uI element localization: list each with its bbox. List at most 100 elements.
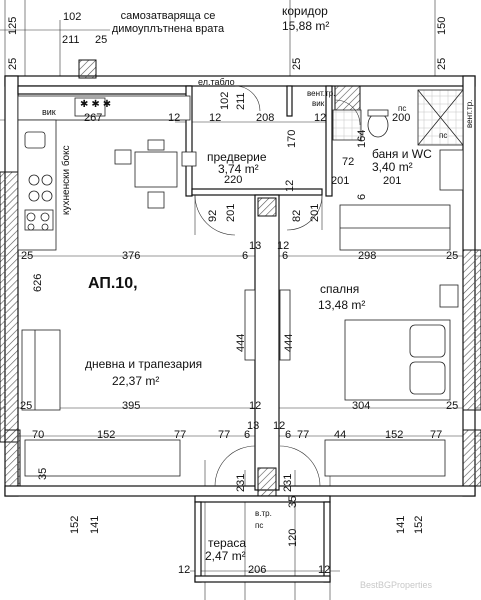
dim-label: 152 <box>97 429 116 441</box>
dim-label: 12 <box>178 564 191 576</box>
dim-label: 200 <box>392 112 411 124</box>
dim-label: 211 <box>62 34 80 46</box>
dim-label: 82 <box>291 209 303 222</box>
dim-label: 12 <box>249 400 262 412</box>
dim-label: 77 <box>174 429 187 441</box>
bed <box>344 284 459 401</box>
dim-label: 120 <box>287 528 299 547</box>
dim-label: 152 <box>69 515 81 534</box>
predverie-area: 3,74 m² <box>218 162 259 176</box>
ps2-label: пс <box>439 131 448 140</box>
dim-label: 231 <box>235 473 247 492</box>
dim-label: 206 <box>248 564 267 576</box>
kitchen-box-label: кухненски бокс <box>61 145 72 215</box>
dim-label: 25 <box>21 250 34 262</box>
dim-label: 102 <box>63 11 82 23</box>
dining-table <box>114 139 197 209</box>
spalnya-area: 13,48 m² <box>318 298 366 312</box>
ps3-label: пс <box>255 521 264 530</box>
dim-label: 92 <box>207 209 219 222</box>
dim-label: 395 <box>122 400 141 412</box>
dim-label: 444 <box>235 333 247 352</box>
dim-label: 150 <box>436 16 448 35</box>
koridor-area: 15,88 m² <box>282 19 330 33</box>
dim-label: 70 <box>32 429 45 441</box>
dim-label: 164 <box>356 129 368 148</box>
dim-label: 201 <box>383 175 402 187</box>
apartment-label: АП.10, <box>88 275 138 292</box>
dim-label: 77 <box>218 429 231 441</box>
dim-label: 170 <box>286 129 298 148</box>
dim-label: 25 <box>446 400 459 412</box>
dim-label: 102 <box>219 91 231 110</box>
hob-dots: ✱✱✱ <box>80 99 115 110</box>
dim-label: 141 <box>395 515 407 534</box>
banya-name: баня и WC <box>372 147 432 161</box>
structural-columns <box>0 59 481 503</box>
dim-label: 12 <box>314 112 327 124</box>
predverie-name: предверие <box>207 150 267 164</box>
wardrobe <box>339 204 451 251</box>
dim-label: 12 <box>168 112 181 124</box>
dim-label: 201 <box>225 203 237 222</box>
dim-label: 444 <box>283 333 295 352</box>
dim-label: 25 <box>20 400 33 412</box>
door-swings <box>194 85 361 487</box>
dnevna-area: 22,37 m² <box>112 374 160 388</box>
dim-label: 6 <box>285 429 292 441</box>
vent-shaft-label: вент.тр. <box>465 99 474 128</box>
dim-label: 12 <box>318 564 331 576</box>
terrace-outline <box>194 495 331 583</box>
dim-label: 13 <box>247 420 260 432</box>
dim-label: 626 <box>32 273 44 292</box>
dim-label: 12 <box>209 112 222 124</box>
dim-label: 44 <box>334 429 347 441</box>
dim-label: 298 <box>358 250 377 262</box>
banya-area: 3,40 m² <box>372 160 413 174</box>
dim-label: 201 <box>309 203 321 222</box>
terasa-name: тераса <box>208 536 247 550</box>
dim-label: 25 <box>446 250 459 262</box>
dim-label: 77 <box>430 429 443 441</box>
koridor-name: коридор <box>282 4 328 18</box>
dim-label: 231 <box>282 473 294 492</box>
vent-terrace-label: в.тр. <box>255 509 272 518</box>
dnevna-name: дневна и трапезария <box>85 357 203 371</box>
dim-label: 35 <box>287 495 299 508</box>
dim-label: 12 <box>277 240 290 252</box>
dim-label: 141 <box>89 515 101 534</box>
dim-label: 25 <box>7 57 19 70</box>
dim-label: 6 <box>244 429 251 441</box>
vent-left-label: вик <box>42 107 56 117</box>
walls <box>4 75 476 497</box>
dim-label: 6 <box>356 193 368 200</box>
dim-label: 208 <box>256 112 275 124</box>
dim-label: 77 <box>297 429 310 441</box>
living-furniture <box>21 289 446 477</box>
dim-label: 12 <box>273 420 286 432</box>
dim-label: 152 <box>413 515 425 534</box>
dim-label: 376 <box>122 250 141 262</box>
dim-label: 211 <box>235 92 247 110</box>
dim-label: 6 <box>242 250 249 262</box>
panel-label: ел.табло <box>198 77 235 87</box>
dim-label: 267 <box>84 112 103 124</box>
kitchen-counter <box>17 95 191 251</box>
dim-label: 304 <box>352 400 371 412</box>
dim-label: 25 <box>95 34 108 46</box>
dim-label: 72 <box>342 156 355 168</box>
dim-label: 35 <box>37 467 49 480</box>
terasa-area: 2,47 m² <box>205 549 246 563</box>
dim-label: 25 <box>436 57 448 70</box>
bathroom-fixtures <box>332 89 464 191</box>
spalnya-name: спалня <box>320 282 360 296</box>
dim-label: 25 <box>291 57 303 70</box>
vent-top-label: вент.тр. <box>307 89 336 98</box>
dim-label: 152 <box>385 429 404 441</box>
dim-label: 201 <box>331 175 350 187</box>
vent-bath-label: вик <box>312 99 325 108</box>
watermark: BestBGProperties <box>360 580 433 590</box>
dim-label: 12 <box>284 179 296 192</box>
dim-label: 13 <box>249 240 262 252</box>
